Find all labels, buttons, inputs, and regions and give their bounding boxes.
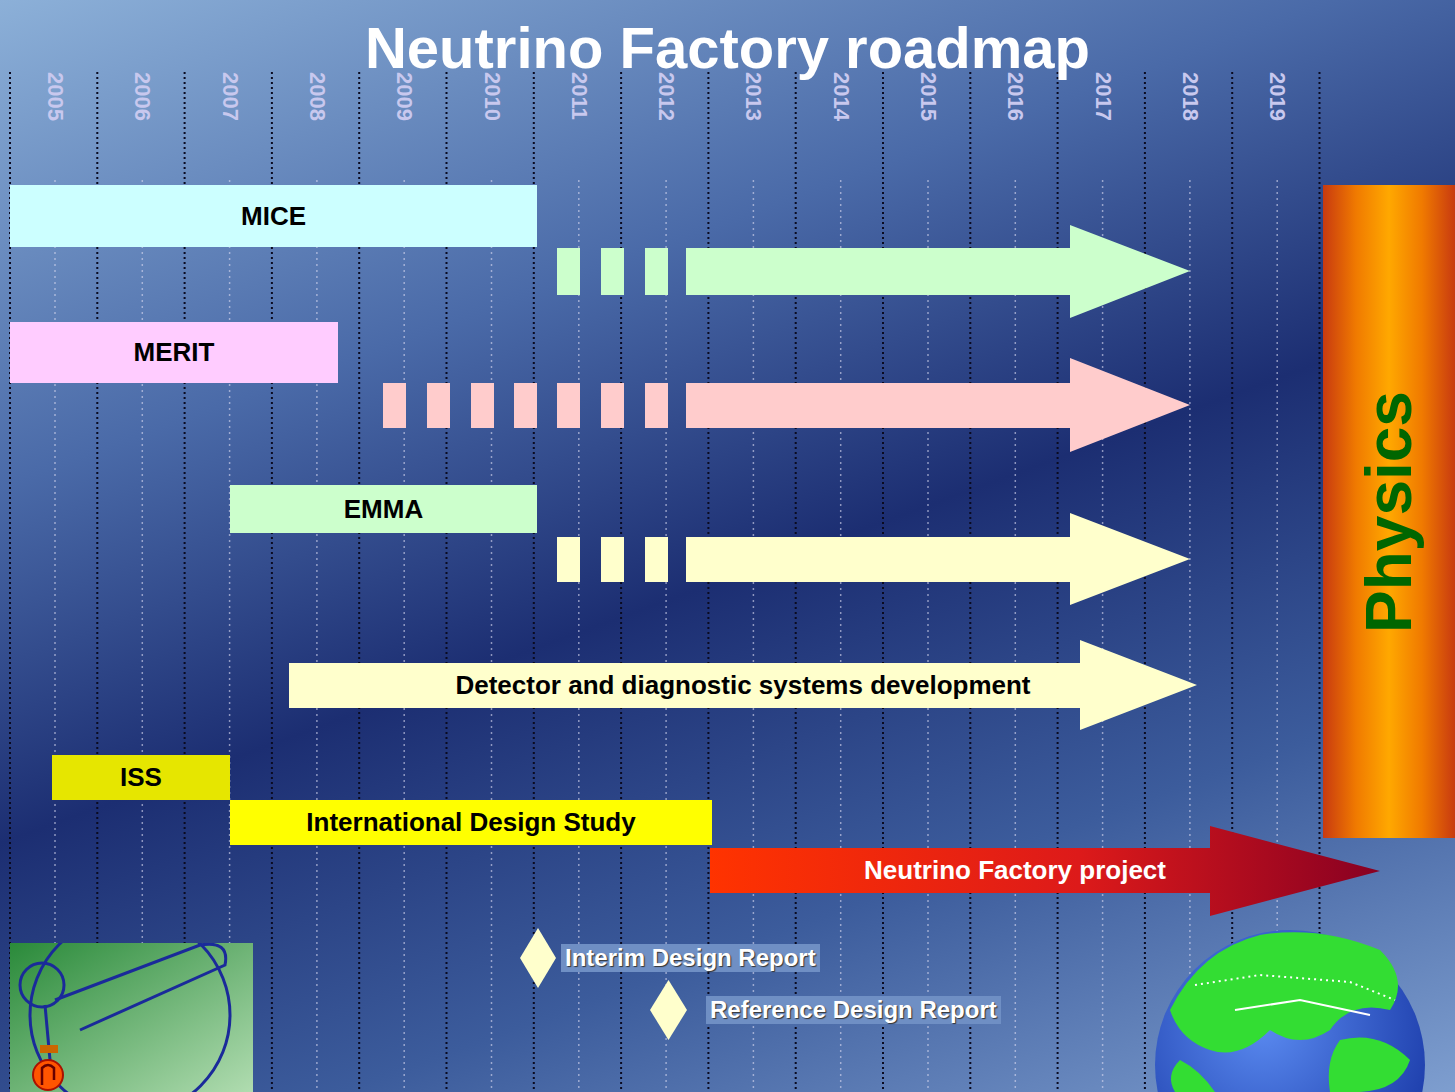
project-bar: MICE [10,185,537,247]
grid-lines [10,72,1320,1092]
physics-band: Physics [1323,185,1455,838]
year-line [927,180,929,1092]
column-divider [1231,72,1233,1092]
year-label: 2019 [1264,72,1290,121]
year-label: 2011 [566,72,592,120]
year-label: 2017 [1090,72,1116,121]
project-bar: MERIT [10,322,338,383]
year-label: 2005 [42,72,68,121]
diamond-symbol [650,980,687,1040]
year-label: 2006 [129,72,155,121]
year-label: 2007 [217,72,243,121]
diagram-title: Neutrino Factory roadmap [0,14,1455,81]
column-divider [1144,72,1146,1092]
year-label: 2008 [304,72,330,121]
year-line [1189,180,1191,1092]
year-label: 2009 [391,72,417,121]
arrow-label: Detector and diagnostic systems developm… [455,670,1030,701]
year-line [491,180,493,1092]
year-line [403,180,405,1092]
project-bar: EMMA [230,485,537,533]
milestone-diamond: Reference Design Report [650,980,1001,1040]
year-label: 2018 [1177,72,1203,121]
year-line [840,180,842,1092]
bar-label: MICE [241,201,306,232]
year-label: 2010 [479,72,505,121]
arrow-label: Neutrino Factory project [864,855,1166,886]
logo [10,943,253,1092]
bar-label: International Design Study [306,807,635,838]
arrow-body [289,640,1197,730]
project-arrow: Neutrino Factory project [710,826,1380,916]
milestone-label: Interim Design Report [561,944,820,972]
year-line [1102,180,1104,1092]
globe [1155,930,1425,1092]
study-bar: International Design Study [230,800,712,845]
year-line [316,180,318,1092]
year-label: 2012 [653,72,679,121]
arrow-body [710,826,1380,916]
bar-label: MERIT [134,337,215,368]
bar-label: ISS [120,762,162,793]
band-label: Physics [1352,391,1426,633]
year-label: 2014 [828,72,854,121]
diamond-symbol [520,928,556,988]
development-arrow: Detector and diagnostic systems developm… [289,640,1197,730]
study-bar: ISS [52,755,230,800]
year-line [1015,180,1017,1092]
bar-label: EMMA [344,494,423,525]
year-label: 2016 [1002,72,1028,121]
continuation-arrows [383,225,1190,605]
milestone-label: Reference Design Report [706,996,1001,1024]
year-label: 2013 [740,72,766,121]
milestone-diamond: Interim Design Report [520,928,820,988]
year-label: 2015 [915,72,941,121]
